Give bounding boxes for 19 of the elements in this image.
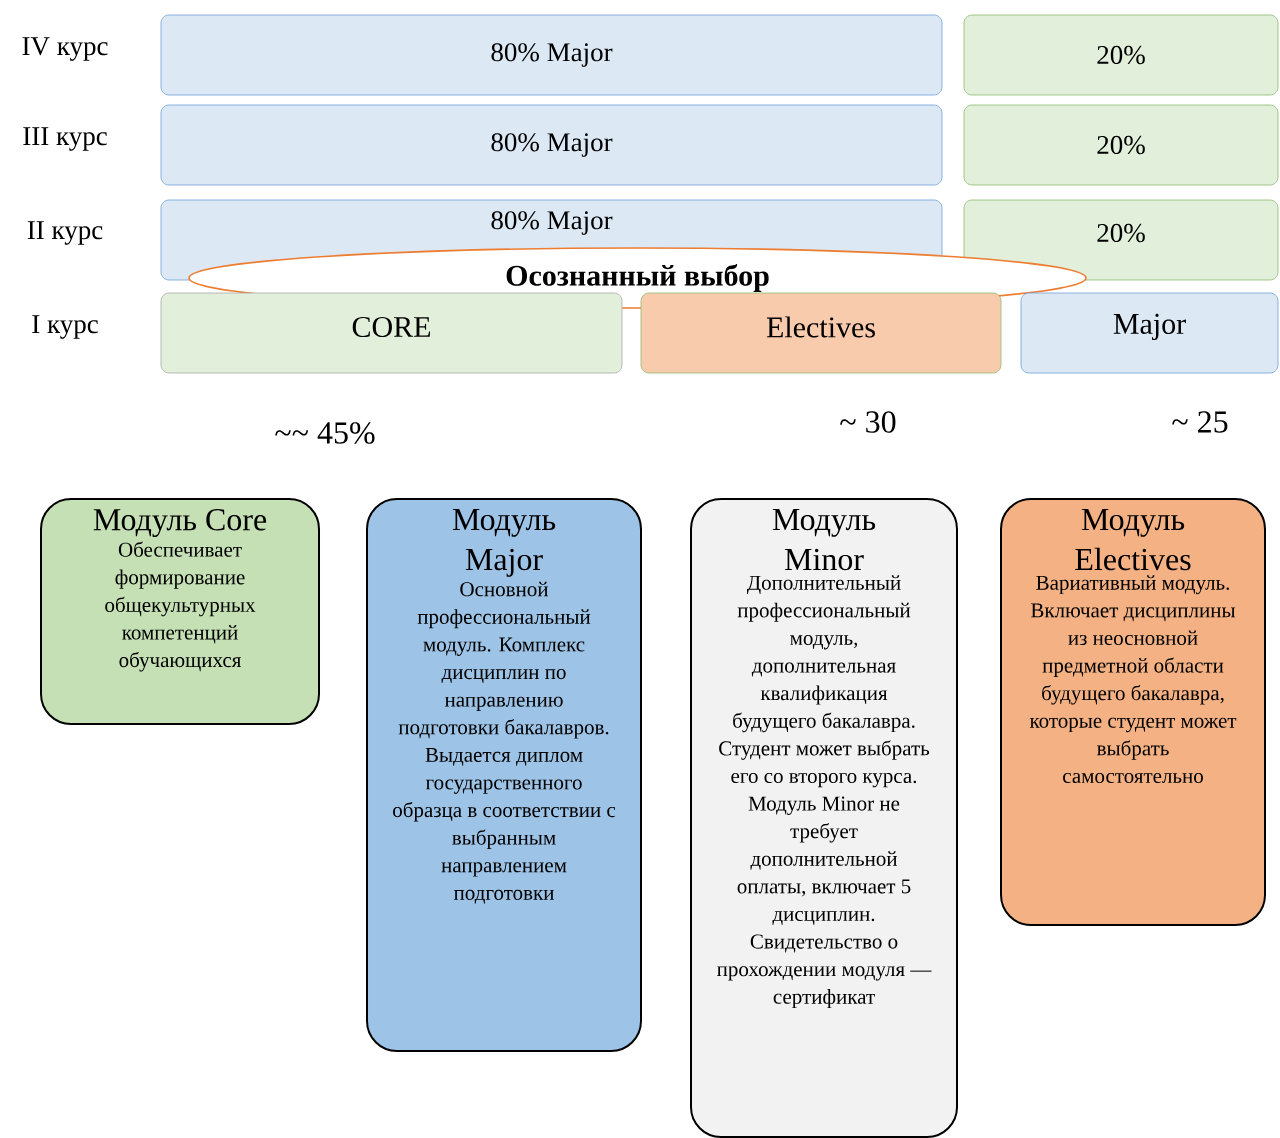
bar-box: 80% Major	[160, 104, 943, 186]
bar-box: 20%	[963, 104, 1279, 186]
year-label: II курс	[27, 221, 103, 245]
year-label: IV курс	[22, 37, 108, 61]
bar-box: 80% Major	[160, 14, 943, 96]
module-box: Модуль Minor Дополнительный профессиональный модуль, дополнительная квалификация будущего бакалавра. Студент может выбрать его со второго курса. Модуль Minor не требует дополнительной оплаты, включает 5 дисциплин. Свидетельство о прохождении модуля — сертификат	[690, 498, 958, 1138]
year-label: III курс	[23, 127, 107, 151]
bar-box: 20%	[963, 14, 1279, 96]
bar-box: 20%	[963, 199, 1279, 281]
share-label: ~ 25	[1172, 411, 1228, 433]
bar-box: Electives	[640, 292, 1002, 374]
module-box: Модуль Core Обеспечивает формирование общекультурных компетенций обучающихся	[40, 498, 320, 725]
share-label: ~ 30	[840, 411, 896, 433]
year-label: I курс	[32, 315, 98, 339]
bar-box: Major	[1020, 292, 1279, 374]
module-box: Модуль Major Основной профессиональный модуль. Комплекс дисциплин по направлению подготовки бакалавров. Выдается диплом государственного образца в соответствии с выбранным направлением подготовки	[366, 498, 642, 1052]
module-box: Модуль Electives Вариативный модуль. Включает дисциплины из неосновной предметной области будущего бакалавра, которые студент может выбрать самостоятельно	[1000, 498, 1266, 926]
share-label: ~~ 45%	[275, 422, 375, 444]
bar-box: CORE	[160, 292, 623, 374]
